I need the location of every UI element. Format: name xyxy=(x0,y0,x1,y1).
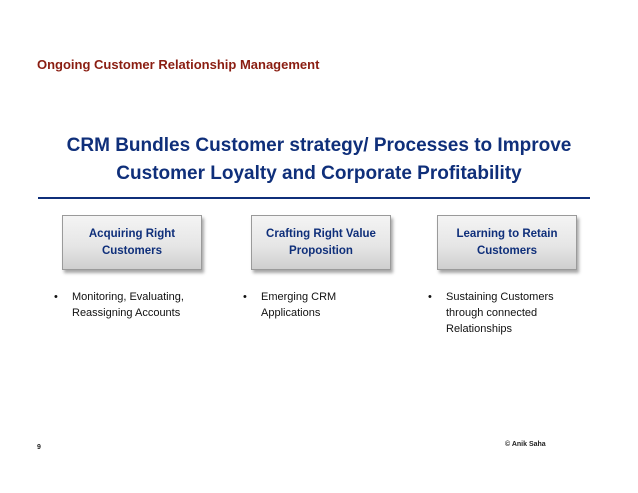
bullet-item: • Emerging CRM Applications xyxy=(243,289,393,321)
bullet-line: Emerging CRM xyxy=(261,291,337,303)
bullet-dot-icon: • xyxy=(54,291,58,303)
headline-divider xyxy=(38,197,590,199)
bullet-line: Reassigning Accounts xyxy=(72,307,181,319)
box-crafting-right-value-proposition: Crafting Right Value Proposition xyxy=(251,215,391,270)
bullet-line: Sustaining Customers xyxy=(446,291,554,303)
bullet-line: Relationships xyxy=(446,323,513,335)
bullet-dot-icon: • xyxy=(243,291,247,303)
copyright-notice: © Anik Saha xyxy=(505,441,546,448)
page-number: 9 xyxy=(37,444,41,451)
box-label-line-1: Learning to Retain xyxy=(456,227,558,240)
bullet-item: • Sustaining Customers through connected… xyxy=(428,289,588,337)
box-label-line-2: Customers xyxy=(476,244,538,257)
box-learning-to-retain-customers: Learning to Retain Customers xyxy=(437,215,577,270)
box-label: Learning to Retain Customers xyxy=(457,226,558,260)
bullet-line: Monitoring, Evaluating, xyxy=(72,291,184,303)
box-label-line-2: Proposition xyxy=(289,244,353,257)
slide-headline: CRM Bundles Customer strategy/ Processes… xyxy=(30,132,608,188)
bullet-dot-icon: • xyxy=(428,291,432,303)
bullet-line: Applications xyxy=(261,307,321,319)
box-label-line-1: Acquiring Right xyxy=(88,227,176,240)
box-label-line-1: Crafting Right Value xyxy=(266,227,376,240)
bullet-line: through connected xyxy=(446,307,538,319)
box-label: Acquiring Right Customers xyxy=(89,226,175,260)
section-title: Ongoing Customer Relationship Management xyxy=(37,57,320,72)
headline-line-2: Customer Loyalty and Corporate Profitabi… xyxy=(116,163,522,184)
bullet-text: Emerging CRM Applications xyxy=(261,289,336,321)
bullet-text: Sustaining Customers through connected R… xyxy=(446,289,554,337)
headline-line-1: CRM Bundles Customer strategy/ Processes… xyxy=(66,135,572,156)
box-label-line-2: Customers xyxy=(101,244,163,257)
bullet-text: Monitoring, Evaluating, Reassigning Acco… xyxy=(72,289,184,321)
bullet-item: • Monitoring, Evaluating, Reassigning Ac… xyxy=(54,289,224,321)
box-label: Crafting Right Value Proposition xyxy=(266,226,376,260)
box-acquiring-right-customers: Acquiring Right Customers xyxy=(62,215,202,270)
